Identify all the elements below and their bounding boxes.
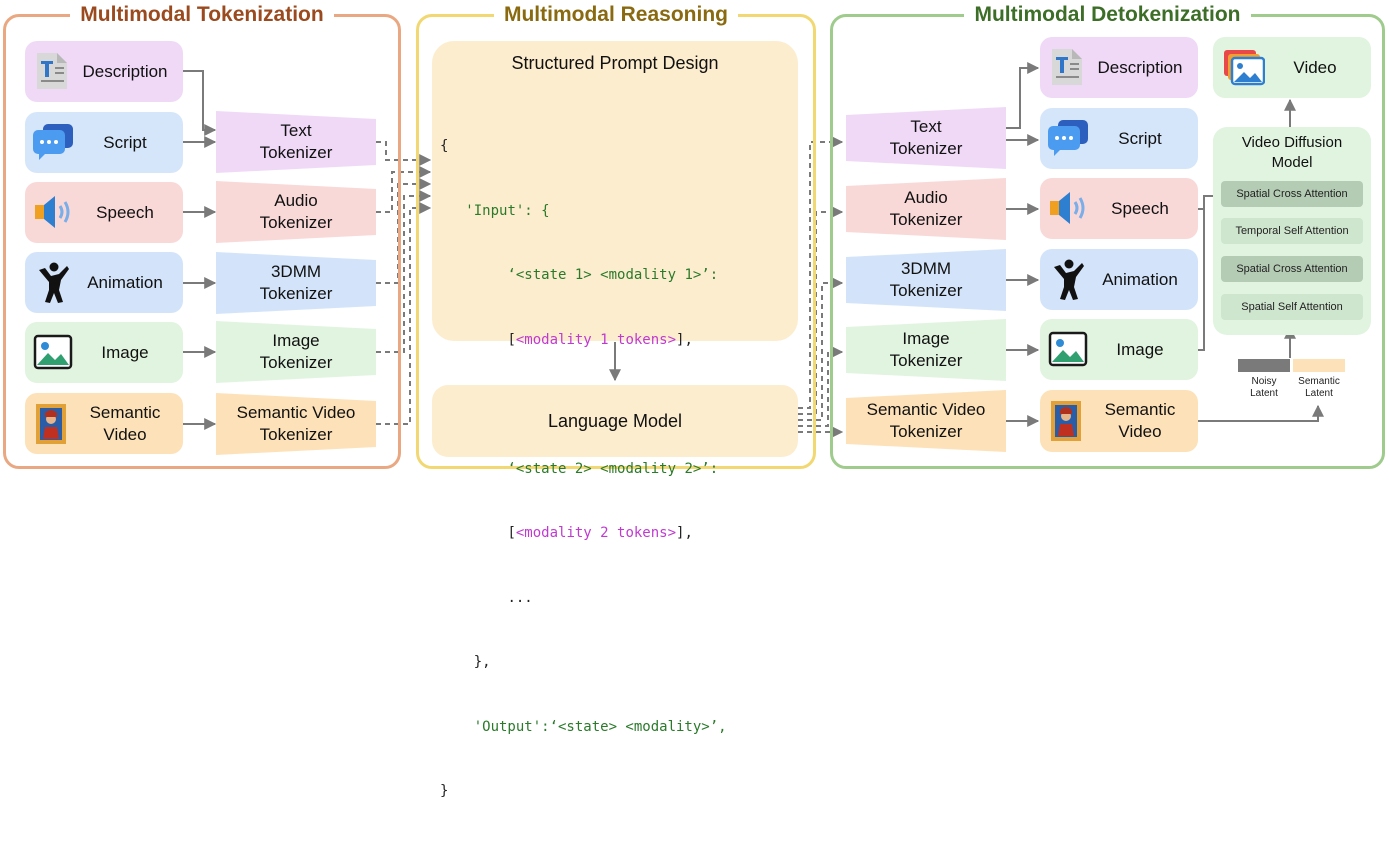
document-icon (37, 53, 67, 89)
code-line: } (440, 783, 449, 799)
language-model-box[interactable]: Language Model (432, 385, 798, 457)
input-speech[interactable]: Speech (25, 182, 183, 243)
image-icon (33, 334, 73, 370)
detokenization-title: Multimodal Detokenization (964, 3, 1251, 26)
portrait-icon (1051, 401, 1081, 441)
semantic-latent-bar (1293, 359, 1345, 372)
semantic-video-detokenizer-label: Semantic Video Tokenizer (866, 400, 986, 441)
output-script[interactable]: Script (1040, 108, 1198, 169)
layer-spatial-cross-attention-1: Spatial Cross Attention (1221, 181, 1363, 207)
audio-tokenizer[interactable]: Audio Tokenizer (216, 181, 376, 243)
reasoning-panel: Multimodal Reasoning (416, 3, 816, 469)
video-output-label: Video (1293, 57, 1337, 77)
speaker-icon (35, 196, 70, 228)
code-line: 'Input': { (465, 202, 550, 219)
input-script[interactable]: Script (25, 112, 183, 173)
semantic-video-detokenizer[interactable]: Semantic Video Tokenizer (846, 390, 1006, 452)
input-semantic-video-label: Semantic Video (89, 402, 161, 444)
code-line: }, (473, 654, 491, 670)
code-line: ‘<state 1> <modality 1>’: (507, 267, 719, 283)
3dmm-detokenizer-label: 3DMM Tokenizer (889, 259, 963, 300)
output-animation-label: Animation (1102, 269, 1178, 289)
semantic-video-tokenizer-label: Semantic Video Tokenizer (236, 403, 356, 444)
speaker-icon (1050, 192, 1085, 224)
input-image[interactable]: Image (25, 322, 183, 383)
image-tokenizer[interactable]: Image Tokenizer (216, 321, 376, 383)
3dmm-tokenizer-label: 3DMM Tokenizer (259, 262, 333, 303)
structured-prompt-box: Structured Prompt Design { 'Input': { ‘<… (432, 41, 798, 799)
diffusion-title: Video Diffusion Model (1241, 134, 1343, 171)
audio-detokenizer-label: Audio Tokenizer (889, 188, 963, 229)
input-description-label: Description (82, 61, 168, 81)
input-animation-label: Animation (87, 272, 163, 292)
audio-detokenizer[interactable]: Audio Tokenizer (846, 178, 1006, 240)
input-speech-label: Speech (96, 202, 154, 222)
3dmm-detokenizer[interactable]: 3DMM Tokenizer (846, 249, 1006, 311)
prompt-title: Structured Prompt Design (511, 53, 719, 73)
code-line: [<modality 1 tokens>], (507, 331, 693, 348)
input-image-label: Image (101, 342, 149, 362)
semantic-video-tokenizer[interactable]: Semantic Video Tokenizer (216, 393, 376, 455)
output-description-label: Description (1097, 57, 1183, 77)
text-tokenizer-label: Text Tokenizer (259, 121, 333, 162)
detokenization-panel: Multimodal Detokenization (830, 3, 1385, 469)
image-detokenizer-label: Image Tokenizer (889, 329, 963, 370)
person-icon (39, 262, 69, 303)
code-line: ‘<state 2> <modality 2>’: (507, 460, 719, 477)
output-semantic-video-label: Semantic Video (1104, 400, 1176, 441)
code-line: 'Output':‘<state> <modality>’, (473, 718, 727, 735)
noisy-latent-label: Noisy Latent (1250, 376, 1278, 399)
output-speech[interactable]: Speech (1040, 178, 1198, 239)
reasoning-title: Multimodal Reasoning (493, 3, 738, 26)
layer-spatial-self-attention: Spatial Self Attention (1221, 294, 1363, 320)
input-animation[interactable]: Animation (25, 252, 183, 313)
output-description[interactable]: Description (1040, 37, 1198, 98)
code-line: [<modality 2 tokens>], (507, 525, 693, 541)
audio-tokenizer-label: Audio Tokenizer (259, 191, 333, 232)
video-stack-icon (1224, 50, 1265, 86)
chat-bubble-icon (33, 124, 73, 160)
semantic-latent-label: Semantic Latent (1298, 376, 1340, 399)
output-image-label: Image (1116, 339, 1164, 359)
code-line: { (440, 138, 449, 154)
document-icon (1052, 49, 1082, 85)
chat-bubble-icon (1048, 120, 1088, 156)
code-line: ... (507, 589, 533, 606)
language-model-label: Language Model (547, 411, 683, 431)
output-image[interactable]: Image (1040, 319, 1198, 380)
portrait-icon (36, 404, 66, 444)
person-icon (1054, 259, 1084, 300)
output-speech-label: Speech (1111, 198, 1169, 218)
layer-spatial-cross-attention-2: Spatial Cross Attention (1221, 256, 1363, 282)
tokenization-panel: Multimodal Tokenization (3, 3, 401, 469)
input-semantic-video[interactable]: Semantic Video (25, 393, 183, 454)
text-detokenizer-label: Text Tokenizer (889, 117, 963, 158)
video-diffusion-model: Video Diffusion Model Spatial Cross Atte… (1213, 127, 1371, 335)
3dmm-tokenizer[interactable]: 3DMM Tokenizer (216, 252, 376, 314)
output-semantic-video[interactable]: Semantic Video (1040, 390, 1198, 452)
video-output[interactable]: Video (1213, 37, 1371, 98)
layer-temporal-self-attention: Temporal Self Attention (1221, 218, 1363, 244)
noisy-latent-bar (1238, 359, 1290, 372)
prompt-code: { 'Input': { ‘<state 1> <modality 1>’: [… (440, 93, 727, 846)
tokenization-title: Multimodal Tokenization (70, 3, 334, 26)
output-animation[interactable]: Animation (1040, 249, 1198, 310)
image-detokenizer[interactable]: Image Tokenizer (846, 319, 1006, 381)
text-detokenizer[interactable]: Text Tokenizer (846, 107, 1006, 169)
input-script-label: Script (103, 132, 147, 152)
input-description[interactable]: Description (25, 41, 183, 102)
image-icon (1048, 331, 1088, 367)
image-tokenizer-label: Image Tokenizer (259, 331, 333, 372)
output-script-label: Script (1118, 128, 1162, 148)
text-tokenizer[interactable]: Text Tokenizer (216, 111, 376, 173)
